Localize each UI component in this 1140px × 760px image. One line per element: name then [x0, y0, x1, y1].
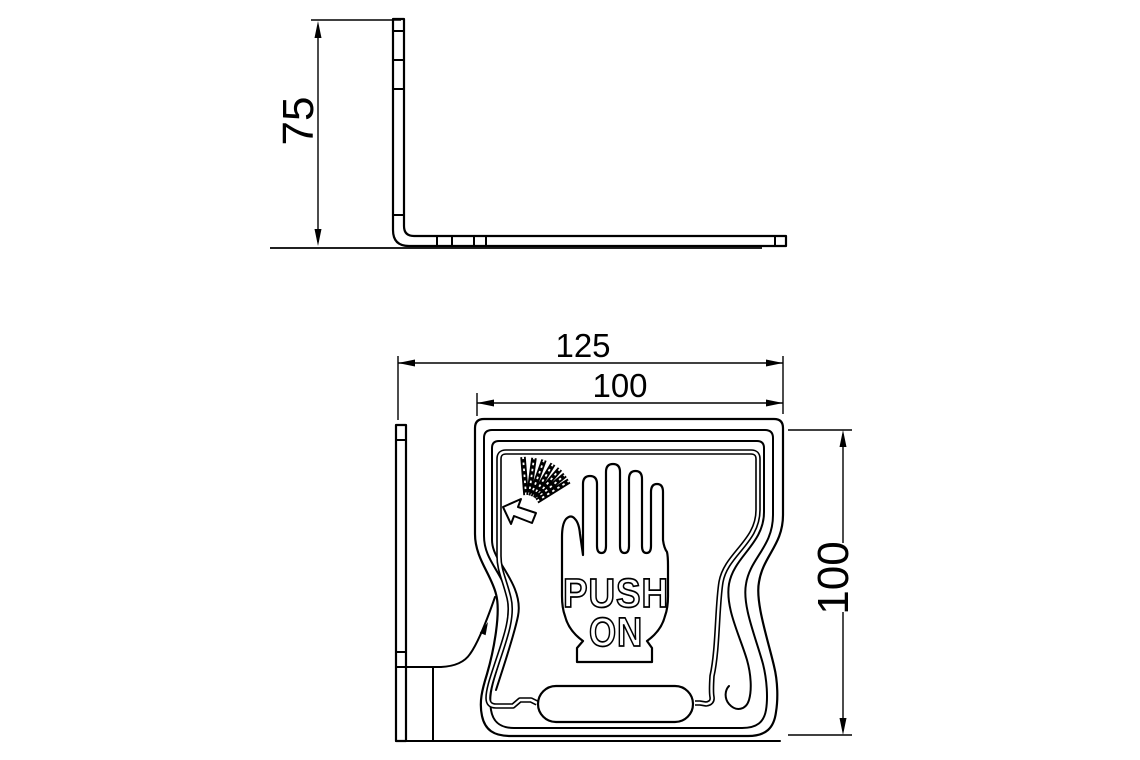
pad-label-push: PUSH: [563, 570, 669, 616]
extension-lines: [788, 429, 852, 736]
dimension-125-label: 125: [555, 327, 610, 364]
inner-panel-outline-inner: [486, 450, 760, 708]
pad-inner-double-contour: [485, 449, 761, 709]
motion-rays-icon: [520, 456, 571, 504]
dimension-100-height: 100: [788, 429, 858, 736]
dimension-100-height-label: 100: [809, 541, 858, 614]
l-profile-outline: [391, 17, 788, 248]
press-arrowhead: [502, 498, 537, 525]
actuator-pill: [536, 684, 695, 724]
pad-label-on: ON: [589, 609, 643, 655]
extension-lines: [397, 356, 784, 420]
press-arrow-icon: [502, 456, 571, 525]
arrowhead-right: [766, 399, 783, 407]
arrowhead-left: [477, 399, 494, 407]
pad-third-contour: [491, 440, 765, 710]
fold-direction-arrowhead: [479, 622, 488, 636]
hand-icon: PUSH ON: [560, 462, 670, 664]
arrowhead-up: [839, 430, 847, 447]
arrowhead-up: [314, 21, 322, 38]
dimension-75: 75: [274, 19, 401, 246]
arrowhead-left: [398, 359, 415, 367]
bend-fold-curve: [440, 596, 496, 668]
arrowhead-down: [314, 229, 322, 246]
arrowhead-right: [766, 359, 783, 367]
horizontal-leg-ticks: [436, 235, 776, 247]
hand-outline: [560, 462, 670, 664]
vertical-leg-ticks: [392, 30, 405, 216]
dimension-125: 125: [397, 327, 784, 420]
flange-ticks: [395, 439, 407, 668]
front-view: PUSH ON: [394, 327, 858, 743]
bend-fold-line: [405, 666, 442, 742]
side-view: 75: [270, 17, 788, 249]
mounting-flange-strip: [394, 423, 408, 743]
dimension-100-width-label: 100: [592, 367, 647, 404]
arrowhead-down: [839, 718, 847, 735]
dimension-75-label: 75: [274, 97, 323, 146]
dimension-100-width: 100: [476, 367, 783, 416]
